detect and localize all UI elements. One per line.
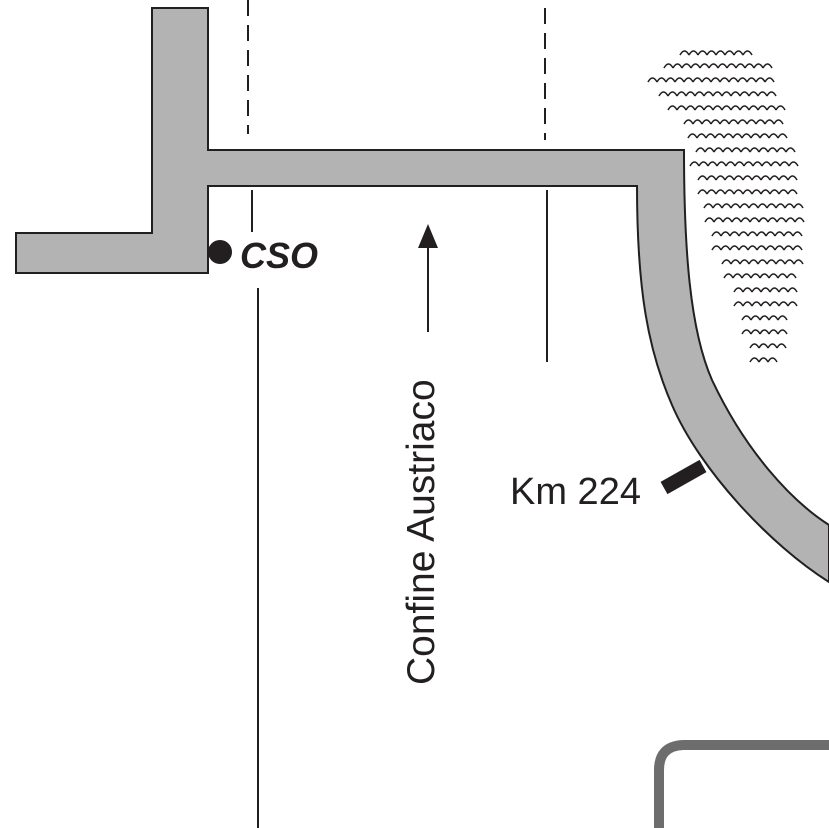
forest-hatch-row [723, 273, 797, 279]
forest-hatch-row [749, 357, 778, 363]
forest-hatch-row [697, 175, 798, 181]
forest-hatch-row [689, 161, 799, 167]
forest-hatch-row [711, 245, 803, 251]
forest-hatch-row [733, 301, 798, 307]
forest-hatch-row [741, 315, 788, 321]
forest-hatch-row [749, 343, 787, 349]
forest-hatch-row [721, 259, 804, 265]
forest-hatch-row [703, 203, 804, 209]
station-dot-icon [208, 240, 232, 264]
lower-grey-line [654, 740, 829, 828]
direction-arrow-icon [418, 224, 438, 248]
forest-hatch-row [663, 63, 773, 69]
forest-hatch-row [733, 287, 798, 293]
forest-hatch-row [667, 105, 786, 111]
forest-hatch-row [697, 189, 798, 195]
forest-hatching-icon [647, 50, 805, 363]
forest-hatch-row [695, 147, 796, 153]
forest-hatch-row [704, 217, 805, 223]
track-outline [15, 7, 829, 584]
forest-hatch-row [711, 231, 803, 237]
forest-hatch-row [683, 119, 784, 125]
border-label: Confine Austriaco [400, 379, 443, 685]
forest-hatch-row [647, 77, 775, 83]
forest-hatch-row [679, 50, 753, 56]
forest-hatch-row [741, 329, 788, 335]
station-label: CSO [240, 235, 318, 276]
km-label: Km 224 [510, 471, 641, 513]
forest-hatch-row [658, 91, 777, 97]
km-marker-icon [660, 459, 707, 495]
forest-hatch-row [687, 133, 788, 139]
